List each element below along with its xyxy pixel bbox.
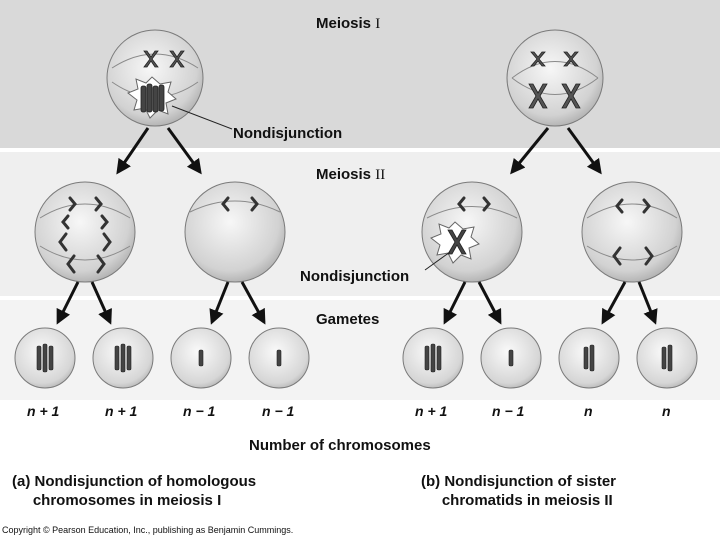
gamete-a3 [170, 327, 232, 389]
axis-label: Number of chromosomes [249, 437, 431, 454]
gamete-count-a4: n − 1 [262, 403, 295, 419]
gamete-count-a1: n + 1 [27, 403, 60, 419]
gamete-b3 [558, 327, 620, 389]
arrows [56, 127, 658, 325]
caption-b: (b) Nondisjunction of sister chromatids … [421, 473, 616, 509]
gamete-count-b3: n [584, 403, 593, 419]
nondisjunction-starburst [430, 221, 480, 264]
cell-meiosis2-3 [421, 181, 523, 283]
gamete-a1 [14, 327, 76, 389]
cell-meiosis2-2 [184, 181, 286, 283]
cell-meiosis1-b [506, 29, 604, 127]
gamete-count-b2: n − 1 [492, 403, 525, 419]
caption-a: (a) Nondisjunction of homologous chromos… [12, 473, 257, 509]
gamete-a2 [92, 327, 154, 389]
gamete-b2 [480, 327, 542, 389]
gamete-count-b4: n [662, 403, 671, 419]
gamete-count-a2: n + 1 [105, 403, 138, 419]
chromosome-pair [143, 50, 185, 68]
gamete-count-b1: n + 1 [415, 403, 448, 419]
nondisjunction-leader [424, 251, 451, 271]
cell-meiosis1-a [106, 29, 233, 130]
band-title-meiosis-1: Meiosis I [316, 15, 381, 32]
nondisjunction-starburst [127, 76, 177, 119]
nondisjunction-label-a: Nondisjunction [233, 125, 343, 142]
gamete-b4 [636, 327, 698, 389]
copyright-notice: Copyright © Pearson Education, Inc., pub… [2, 525, 294, 535]
gamete-b1 [402, 327, 464, 389]
cell-meiosis2-4 [581, 181, 683, 283]
band-title-gametes: Gametes [316, 311, 380, 328]
gamete-count-a3: n − 1 [183, 403, 216, 419]
nondisjunction-label-b: Nondisjunction [300, 268, 410, 285]
cell-meiosis2-1 [34, 181, 136, 283]
nondisjunction-leader [171, 105, 233, 130]
gamete-a4 [248, 327, 310, 389]
chromosome-pair [528, 51, 581, 109]
band-title-meiosis-2: Meiosis II [316, 166, 386, 183]
